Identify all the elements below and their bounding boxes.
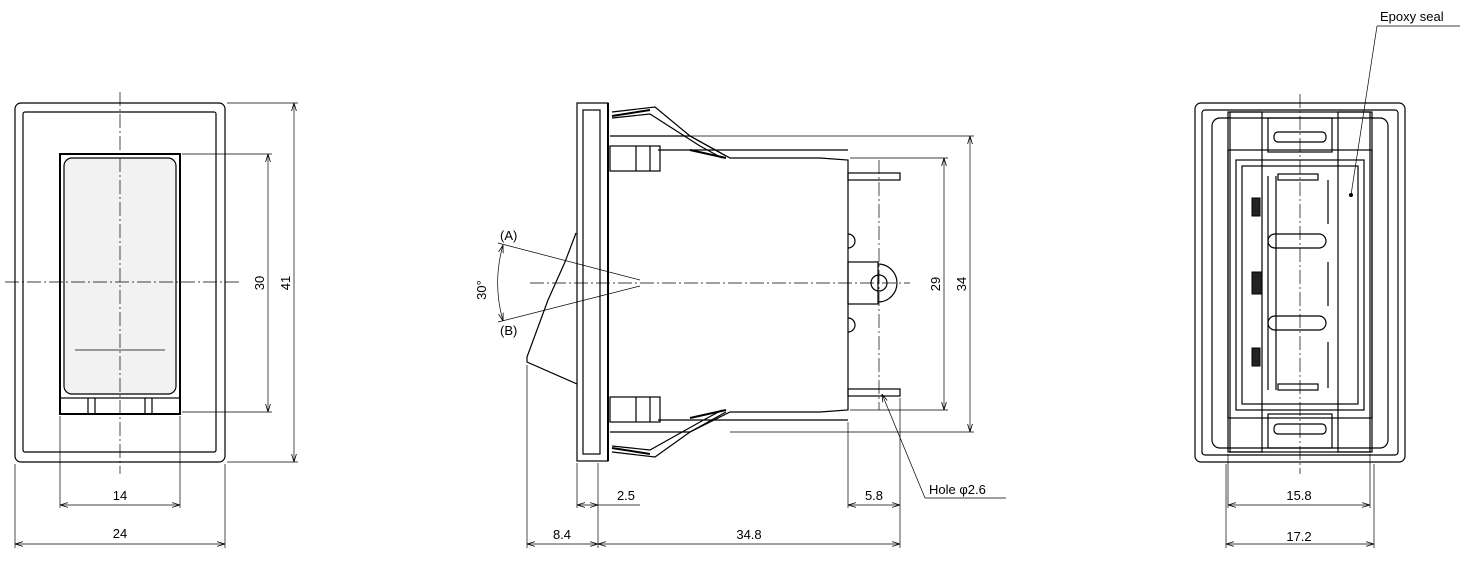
switch-body-outline bbox=[610, 135, 849, 433]
side-bezel-inner bbox=[582, 109, 601, 455]
dim-15-8-label: 15.8 bbox=[1286, 488, 1311, 503]
rear-marking bbox=[1251, 197, 1261, 217]
dim-17-2-label: 17.2 bbox=[1286, 529, 1311, 544]
upper-spring-clip bbox=[611, 106, 727, 157]
lower-terminal bbox=[847, 388, 901, 397]
front-view: 14 24 30 41 bbox=[5, 92, 298, 548]
angle-line-a bbox=[497, 242, 641, 281]
side-view: 30° (A) (B) 2.5 5.8 8.4 34.8 29 34 Hole … bbox=[474, 102, 1006, 548]
rear-terminal-slot-lower bbox=[1267, 315, 1327, 331]
rear-pad bbox=[1277, 383, 1319, 391]
dim-34-8-label: 34.8 bbox=[736, 527, 761, 542]
dim-2-5-label: 2.5 bbox=[617, 488, 635, 503]
rear-marking bbox=[1251, 271, 1263, 295]
lower-spring-clip-inner bbox=[611, 409, 723, 451]
upper-terminal bbox=[847, 172, 901, 181]
dim-8-4-label: 8.4 bbox=[553, 527, 571, 542]
position-b-label: (B) bbox=[500, 323, 517, 338]
lower-spring-clip bbox=[611, 411, 727, 458]
rear-pad bbox=[1277, 173, 1319, 181]
hole-label: Hole φ2.6 bbox=[929, 482, 986, 497]
dim-34-label: 34 bbox=[954, 277, 969, 291]
dim-14-label: 14 bbox=[113, 488, 127, 503]
angle-label: 30° bbox=[474, 280, 489, 300]
body-boss bbox=[847, 233, 856, 249]
dim-29-label: 29 bbox=[928, 277, 943, 291]
lower-clip-edge bbox=[689, 409, 727, 419]
side-bezel bbox=[576, 102, 609, 462]
epoxy-leader-line bbox=[1350, 25, 1378, 196]
angle-arc bbox=[497, 245, 503, 321]
epoxy-seal-label: Epoxy seal bbox=[1380, 9, 1444, 24]
upper-latch-block bbox=[609, 145, 661, 172]
dim-5-8-label: 5.8 bbox=[865, 488, 883, 503]
dim-24-label: 24 bbox=[113, 526, 127, 541]
rear-view: Epoxy seal 15.8 17.2 bbox=[1194, 9, 1460, 548]
hole-leader-line bbox=[882, 394, 926, 499]
upper-spring-clip-inner bbox=[611, 113, 723, 159]
rocker-profile bbox=[526, 232, 578, 385]
upper-clip-edge bbox=[689, 149, 727, 159]
angle-line-b bbox=[497, 285, 641, 323]
lower-latch-block bbox=[609, 396, 661, 423]
position-a-label: (A) bbox=[500, 228, 517, 243]
dim-41-label: 41 bbox=[278, 276, 293, 290]
body-boss bbox=[847, 317, 856, 333]
lower-serration bbox=[611, 447, 651, 455]
rear-right-rail bbox=[1337, 111, 1371, 453]
rear-marking bbox=[1251, 347, 1261, 367]
upper-serration bbox=[611, 109, 651, 117]
rear-terminal-slot-upper bbox=[1267, 233, 1327, 249]
dim-30-label: 30 bbox=[252, 276, 267, 290]
center-terminal-tab bbox=[877, 263, 898, 303]
